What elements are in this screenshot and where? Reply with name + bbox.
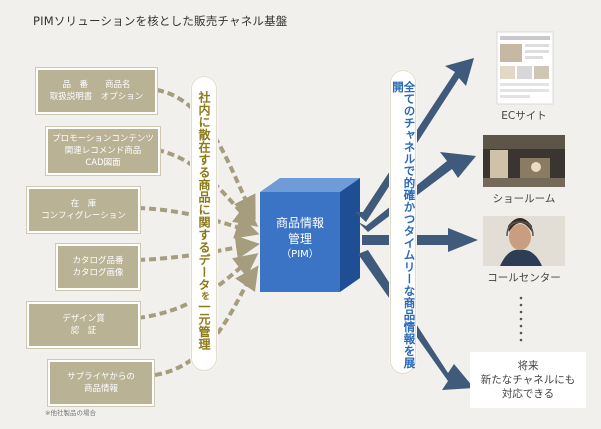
future-line: 新たなチャネルにも xyxy=(480,374,576,386)
source-line: 品 番 商品名 xyxy=(62,80,131,90)
source-line: 関連レコメンド商品 xyxy=(64,146,142,156)
footnote: ※他社製品の場合 xyxy=(45,409,96,417)
dest-label-ec-site: ECサイト xyxy=(501,110,547,122)
source-box-promotion: プロモーションコンテンツ 関連レコメンド商品 CAD図面 xyxy=(46,127,160,175)
source-line: 認 証 xyxy=(70,326,97,336)
cube-side xyxy=(340,178,360,292)
arrow-to-showroom xyxy=(358,152,476,232)
arrow-to-callcenter xyxy=(362,228,478,252)
left-banner-tail: 一元管理 xyxy=(197,300,211,351)
source-box-design-award: デザイン賞 認 証 xyxy=(27,302,140,348)
pim-hub-label: 商品情報 管理 （PIM） xyxy=(260,215,340,263)
left-banner-particle: を xyxy=(199,291,209,301)
future-line: 将来 xyxy=(517,360,539,372)
ellipsis-dots xyxy=(519,296,523,342)
source-box-supplier: サプライヤからの 商品情報 xyxy=(48,360,154,406)
left-banner-text: 社内に散在する商品に関するデータを一元管理 xyxy=(197,91,211,351)
dest-label-showroom: ショールーム xyxy=(492,193,556,205)
pim-cube xyxy=(260,178,360,292)
source-box-inventory: 在 庫 コンフィグレーション xyxy=(27,187,140,233)
source-line: デザイン賞 xyxy=(62,314,105,324)
hub-line2: 管理 xyxy=(287,232,312,246)
cube-front xyxy=(260,192,340,292)
left-vertical-banner: 社内に散在する商品に関するデータを一元管理 xyxy=(191,76,217,371)
source-box-catalog: カタログ品番 カタログ画像 xyxy=(56,244,140,290)
hub-to-destination-arrows xyxy=(355,58,478,390)
source-line: コンフィグレーション xyxy=(41,211,126,221)
page-title: PIMソリューションを核とした販売チャネル基盤 xyxy=(33,14,288,28)
right-vertical-banner: 全てのチャネルで的確かつタイムリーな商品情報を展開 xyxy=(390,70,417,374)
source-line: カタログ画像 xyxy=(72,268,124,278)
dashed-arrow-6 xyxy=(154,265,259,377)
left-banner-main: 社内に散在する商品に関するデータ xyxy=(197,91,211,291)
source-line: プロモーションコンテンツ xyxy=(52,134,154,144)
source-box-product-info: 品 番 商品名 取扱説明書 オプション xyxy=(36,68,157,114)
showroom-photo xyxy=(483,135,565,187)
ec-site-thumbnail xyxy=(496,31,554,105)
hub-line3: （PIM） xyxy=(281,249,319,260)
right-banner-text: 全てのチャネルで的確かつタイムリーな商品情報を展開 xyxy=(391,81,417,369)
call-center-photo xyxy=(483,216,565,266)
future-channel-box: 将来 新たなチャネルにも 対応できる xyxy=(470,352,586,408)
source-line: サプライヤからの xyxy=(67,372,135,382)
source-line: CAD図面 xyxy=(85,158,121,168)
source-line: カタログ品番 xyxy=(72,256,124,266)
source-line: 商品情報 xyxy=(83,384,118,394)
source-line: 取扱説明書 オプション xyxy=(49,92,144,102)
source-line: 在 庫 xyxy=(70,199,97,209)
arrow-to-future xyxy=(358,250,474,390)
cube-top xyxy=(260,178,360,192)
hub-line1: 商品情報 xyxy=(275,216,324,230)
dest-label-call-center: コールセンター xyxy=(487,272,561,284)
future-line: 対応できる xyxy=(501,388,555,400)
